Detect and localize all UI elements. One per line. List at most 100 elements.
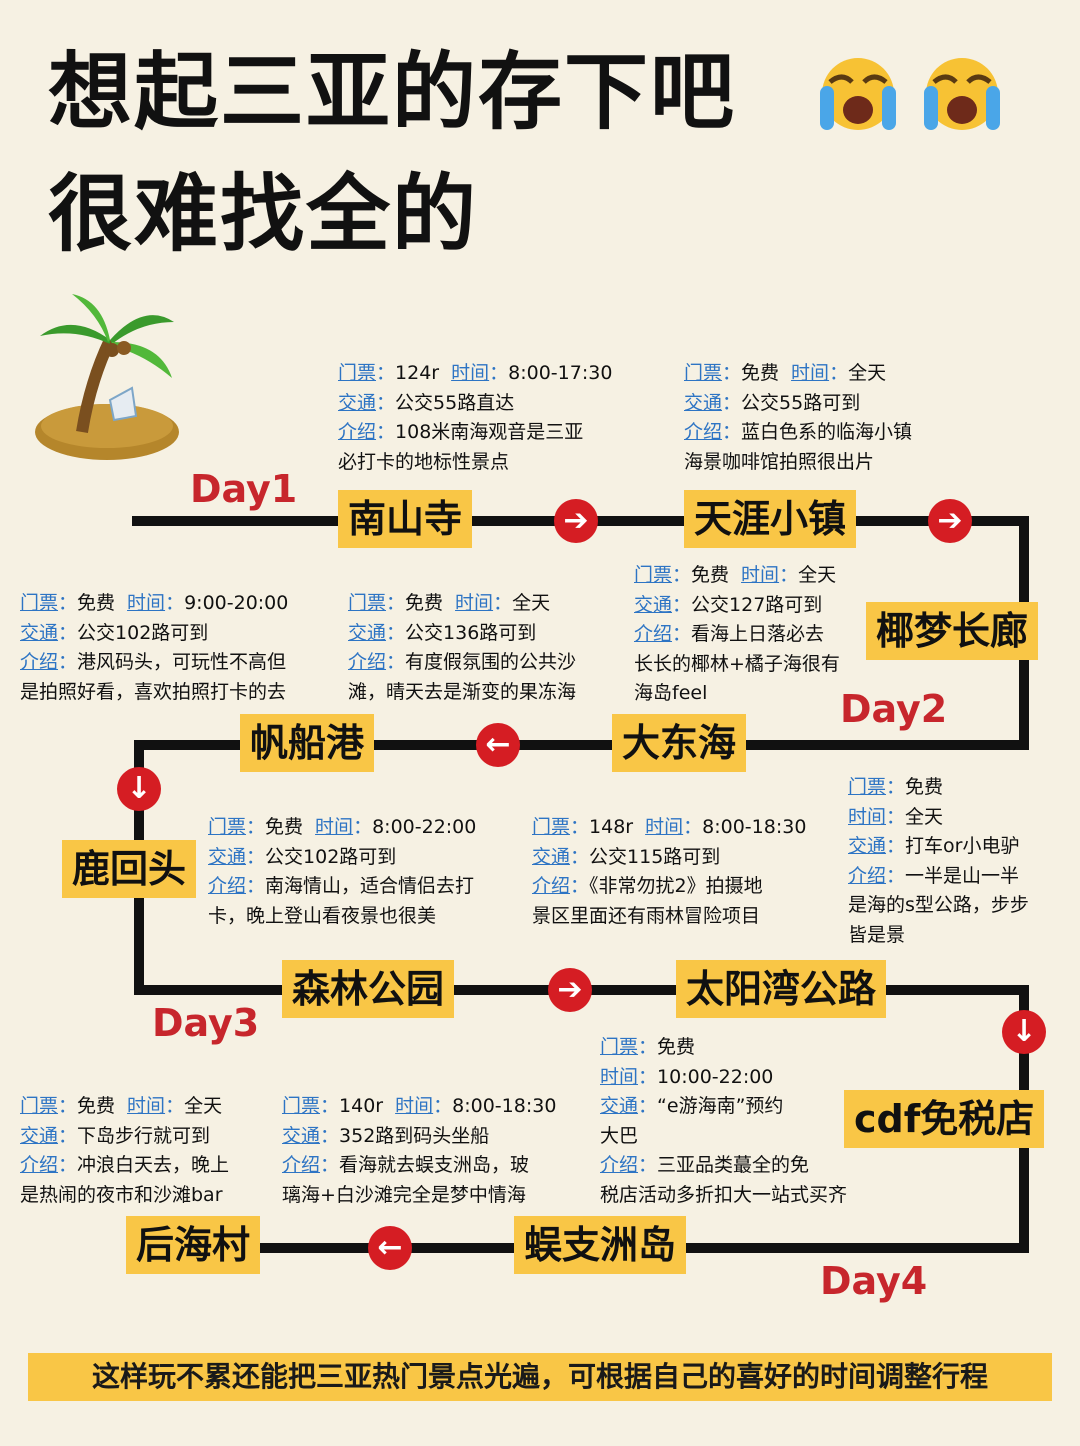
transport-label: 交通: [208, 845, 247, 868]
intro-label: 介绍: [20, 1154, 59, 1176]
transport-label: 交通: [348, 621, 387, 644]
arrow-right-icon: ➔: [554, 499, 598, 543]
info-block: 门票：免费时间：9:00-20:00 交通：公交102路可到 介绍：港风码头，可…: [20, 589, 288, 707]
place-forest-park: 森林公园: [282, 960, 455, 1018]
arrow-down-icon: ↓: [1002, 1010, 1046, 1054]
ticket-label: 门票: [684, 362, 723, 384]
transport-label: 交通: [20, 1124, 59, 1147]
intro-text: 景区里面还有雨林冒险项目: [532, 904, 761, 927]
intro-label: 介绍: [282, 1154, 321, 1176]
place-sun-bay-road: 太阳湾公路: [676, 960, 887, 1018]
ticket-label: 门票: [20, 1095, 59, 1117]
ticket-value: 免费: [741, 362, 780, 384]
intro-text: 一半是山一半: [905, 864, 1020, 887]
intro-text: 蓝白色系的临海小镇: [741, 421, 913, 443]
info-block: 门票：免费时间：全天 交通：公交55路可到 介绍：蓝白色系的临海小镇 海景咖啡馆…: [684, 359, 912, 477]
transport-label: 交通: [338, 391, 377, 414]
time-value: 全天: [905, 805, 944, 828]
info-block: 门票：免费时间：全天 交通：下岛步行就可到 介绍：冲浪白天去，晚上 是热闹的夜市…: [20, 1092, 229, 1210]
transport-label: 交通: [848, 835, 887, 857]
arrow-down-icon: ↓: [117, 767, 161, 811]
place-houhai-village: 后海村: [126, 1216, 261, 1274]
info-block: 门票：免费 时间：全天 交通：打车or小电驴 介绍：一半是山一半 是海的s型公路…: [848, 773, 1029, 950]
transport-value: 大巴: [600, 1124, 639, 1147]
time-label: 时间: [395, 1095, 434, 1117]
ticket-value: 124r: [395, 362, 440, 384]
time-label: 时间: [455, 592, 494, 614]
route-line: [134, 740, 1029, 750]
info-block: 门票：免费 时间：10:00-22:00 交通：“e游海南”预约 大巴 介绍：三…: [600, 1033, 847, 1210]
intro-text: 三亚品类蕞全的免: [657, 1154, 810, 1176]
time-label: 时间: [127, 1095, 166, 1117]
time-label: 时间: [791, 362, 830, 384]
transport-value: 公交102路可到: [265, 845, 397, 868]
transport-label: 交通: [684, 391, 723, 414]
time-label: 时间: [741, 564, 780, 586]
time-value: 8:00-17:30: [508, 362, 613, 384]
ticket-value: 免费: [691, 564, 730, 586]
intro-text: 《非常勿扰2》拍摄地: [589, 875, 763, 897]
place-sailboat-harbor: 帆船港: [240, 714, 375, 772]
place-nanshan-temple: 南山寺: [338, 490, 473, 548]
place-wuzhizhou-island: 蜈支洲岛: [514, 1216, 687, 1274]
intro-text: 看海就去蜈支洲岛，玻: [339, 1154, 530, 1176]
intro-label: 介绍: [634, 623, 673, 645]
time-label: 时间: [451, 362, 490, 384]
time-value: 10:00-22:00: [657, 1065, 774, 1088]
time-label: 时间: [127, 592, 166, 614]
time-value: 8:00-18:30: [452, 1095, 557, 1117]
intro-label: 介绍: [684, 421, 723, 443]
ticket-value: 140r: [339, 1095, 384, 1117]
transport-label: 交通: [20, 621, 59, 644]
intro-text: 南海情山，适合情侣去打: [265, 875, 475, 897]
intro-text: 是热闹的夜市和沙滩bar: [20, 1183, 223, 1206]
ticket-value: 免费: [77, 1095, 116, 1117]
ticket-value: 免费: [657, 1036, 696, 1058]
time-value: 8:00-18:30: [702, 816, 807, 838]
intro-text: 看海上日落必去: [691, 623, 825, 645]
ticket-label: 门票: [600, 1036, 639, 1058]
intro-text: 卡，晚上登山看夜景也很美: [208, 904, 437, 927]
intro-text: 海景咖啡馆拍照很出片: [684, 450, 875, 473]
crying-face-icon: [924, 58, 1000, 130]
intro-text: 是海的s型公路，步步: [848, 894, 1029, 916]
time-value: 全天: [512, 592, 551, 614]
footer-banner: 这样玩不累还能把三亚热门景点光遍，可根据自己的喜好的时间调整行程: [28, 1353, 1052, 1401]
info-block: 门票：免费时间：8:00-22:00 交通：公交102路可到 介绍：南海情山，适…: [208, 813, 476, 931]
transport-value: 公交55路直达: [395, 391, 515, 414]
time-value: 全天: [798, 564, 837, 586]
transport-label: 交通: [600, 1095, 639, 1117]
ticket-value: 148r: [589, 816, 634, 838]
transport-value: 公交127路可到: [691, 593, 823, 616]
time-label: 时间: [848, 805, 887, 828]
place-cdf-duty-free: cdf免税店: [844, 1090, 1045, 1148]
intro-label: 介绍: [208, 875, 247, 897]
palm-island-icon: [35, 294, 179, 460]
ticket-label: 门票: [20, 592, 59, 614]
day-label: Day3: [152, 1001, 260, 1045]
intro-text: 海岛feel: [634, 682, 708, 704]
ticket-value: 免费: [77, 592, 116, 614]
transport-value: 352路到码头坐船: [339, 1124, 490, 1147]
intro-text: 港风码头，可玩性不高但: [77, 651, 287, 673]
ticket-label: 门票: [532, 816, 571, 838]
transport-value: 公交102路可到: [77, 621, 209, 644]
ticket-label: 门票: [282, 1095, 321, 1117]
transport-value: 下岛步行就可到: [77, 1124, 211, 1147]
intro-text: 滩，晴天去是渐变的果冻海: [348, 680, 577, 703]
intro-label: 介绍: [338, 421, 377, 443]
transport-label: 交通: [634, 593, 673, 616]
intro-text: 长长的椰林+橘子海很有: [634, 652, 840, 675]
day-label: Day2: [840, 687, 948, 731]
intro-label: 介绍: [600, 1154, 639, 1176]
ticket-label: 门票: [848, 776, 887, 798]
place-coconut-corridor: 椰梦长廊: [866, 602, 1039, 660]
place-tianya-town: 天涯小镇: [684, 490, 857, 548]
intro-label: 介绍: [532, 875, 571, 897]
transport-value: 公交115路可到: [589, 845, 721, 868]
time-value: 9:00-20:00: [184, 592, 289, 614]
ticket-value: 免费: [405, 592, 444, 614]
intro-text: 皆是景: [848, 923, 906, 946]
ticket-value: 免费: [265, 816, 304, 838]
